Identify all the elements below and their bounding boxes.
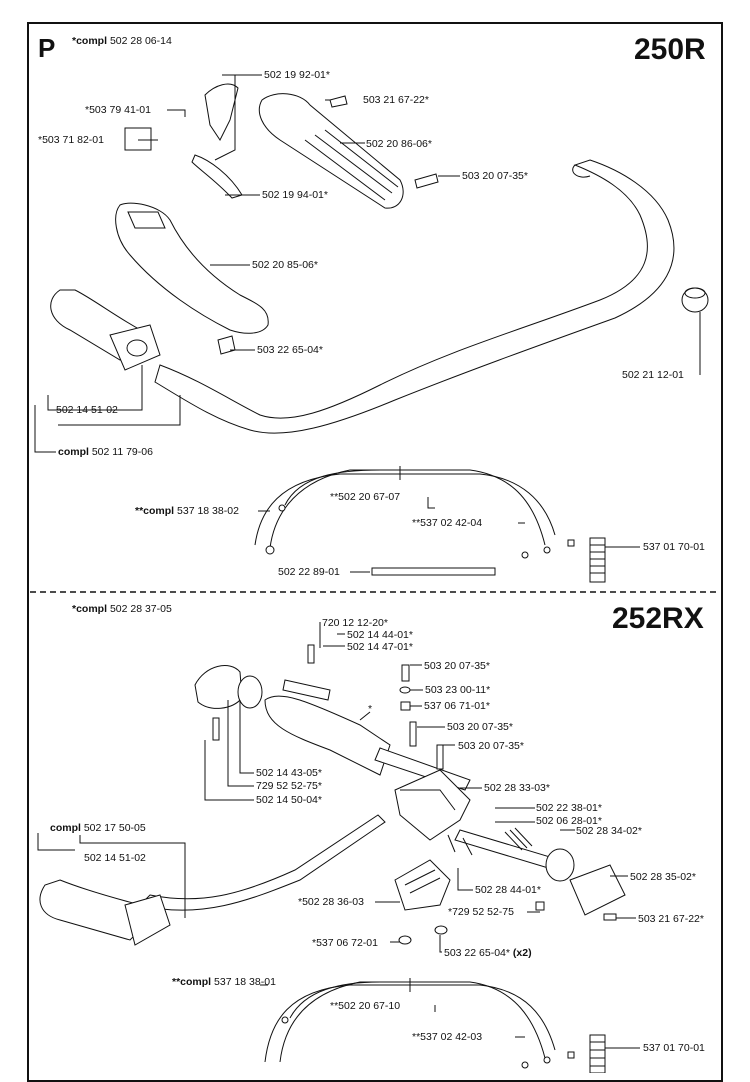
part-label: 502 19 92-01* xyxy=(264,69,330,81)
part-label: 503 20 07-35* xyxy=(458,740,524,752)
pin xyxy=(307,644,315,664)
part-label: * xyxy=(368,703,373,715)
part-label: 502 20 86-06* xyxy=(366,138,432,150)
part-label: 503 22 65-04* (x2) xyxy=(444,947,532,959)
screw xyxy=(329,95,348,108)
part-label: 503 23 00-11* xyxy=(425,684,491,696)
part-label: 502 21 12-01 xyxy=(622,369,684,381)
part-label: 502 28 35-02* xyxy=(630,871,696,883)
part-label: 537 01 70-01 xyxy=(643,541,705,553)
cable-harness-top xyxy=(254,473,556,546)
part-label: 502 14 47-01* xyxy=(347,641,413,653)
shaft xyxy=(454,829,561,871)
bottom-model-title: 252RX xyxy=(612,602,704,635)
part-label: 502 22 38-01* xyxy=(536,802,602,814)
screw xyxy=(212,717,220,741)
screw xyxy=(436,744,444,770)
screw xyxy=(409,721,417,747)
bracket xyxy=(394,769,471,841)
tube xyxy=(371,567,496,576)
nut xyxy=(217,335,236,355)
part-label: **compl 537 18 38-02 xyxy=(135,505,239,517)
nut xyxy=(398,935,412,945)
collar xyxy=(545,848,575,882)
nut xyxy=(434,925,448,935)
part-label: 503 21 67-22* xyxy=(363,94,429,106)
boot xyxy=(589,537,606,583)
part-label: *502 28 36-03 xyxy=(298,896,364,908)
cover-plate xyxy=(569,864,626,916)
part-label: 502 14 50-04* xyxy=(256,794,322,806)
part-label: 502 14 51-02 xyxy=(56,404,118,416)
washer xyxy=(399,686,411,694)
part-label: 503 20 07-35* xyxy=(447,721,513,733)
screw xyxy=(414,173,439,189)
part-label: 729 52 52-75* xyxy=(256,780,322,792)
loop-handle-bar xyxy=(154,159,675,434)
handle-bar-bottom xyxy=(139,814,386,911)
grip-sleeve xyxy=(264,695,391,776)
screw xyxy=(401,664,410,682)
part-label: 502 28 34-02* xyxy=(576,825,642,837)
section-letter: P xyxy=(38,33,56,63)
part-label: *503 71 82-01 xyxy=(38,134,104,146)
part-label: 502 14 43-05* xyxy=(256,767,322,779)
part-label: **537 02 42-04 xyxy=(412,517,483,529)
throttle-lockout xyxy=(191,154,243,199)
part-label: *503 79 41-01 xyxy=(85,104,151,116)
handle-housing xyxy=(115,202,269,334)
part-label: **537 02 42-03 xyxy=(412,1031,483,1043)
part-label: 502 14 51-02 xyxy=(84,852,146,864)
part-label: 720 12 12-20* xyxy=(322,617,388,629)
part-label: 502 06 28-01* xyxy=(536,815,602,827)
part-label: 502 28 44-01* xyxy=(475,884,541,896)
part-label: 503 20 07-35* xyxy=(462,170,528,182)
part-label: 502 14 44-01* xyxy=(347,629,413,641)
part-label: 502 28 33-03* xyxy=(484,782,550,794)
part-label: 502 20 85-06* xyxy=(252,259,318,271)
nut xyxy=(400,701,411,711)
throttle-trigger xyxy=(204,83,239,141)
boot xyxy=(589,1034,606,1073)
top-model-title: 250R xyxy=(634,33,706,66)
lever xyxy=(282,679,331,701)
part-label: 503 20 07-35* xyxy=(424,660,490,672)
clamp-lower xyxy=(394,859,451,911)
cable-harness-bottom xyxy=(264,984,556,1063)
spring xyxy=(504,831,523,851)
part-label: 503 21 67-22* xyxy=(638,913,704,925)
cable-terminal xyxy=(265,545,275,555)
part-label: 537 01 70-01 xyxy=(643,1042,705,1054)
screw xyxy=(603,913,617,921)
part-label: 537 06 71-01* xyxy=(424,700,490,712)
handle-cover xyxy=(258,93,404,209)
part-label: **502 20 67-07 xyxy=(330,491,401,503)
part-label: *729 52 52-75 xyxy=(448,906,514,918)
switch xyxy=(124,127,152,151)
part-label: 502 22 89-01 xyxy=(278,566,340,578)
part-label: compl 502 17 50-05 xyxy=(50,822,146,834)
part-label: 502 19 94-01* xyxy=(262,189,328,201)
gear xyxy=(237,675,263,709)
top-compl-label: *compl 502 28 06-14 xyxy=(72,35,172,47)
part-label: *537 06 72-01 xyxy=(312,937,378,949)
part-label: 503 22 65-04* xyxy=(257,344,323,356)
bottom-compl-label: *compl 502 28 37-05 xyxy=(72,603,172,615)
screw xyxy=(535,901,545,911)
trigger-housing xyxy=(194,665,243,709)
part-label: compl 502 11 79-06 xyxy=(58,446,153,458)
part-label: **502 20 67-10 xyxy=(330,1000,401,1012)
part-label: **compl 537 18 38-01 xyxy=(172,976,276,988)
